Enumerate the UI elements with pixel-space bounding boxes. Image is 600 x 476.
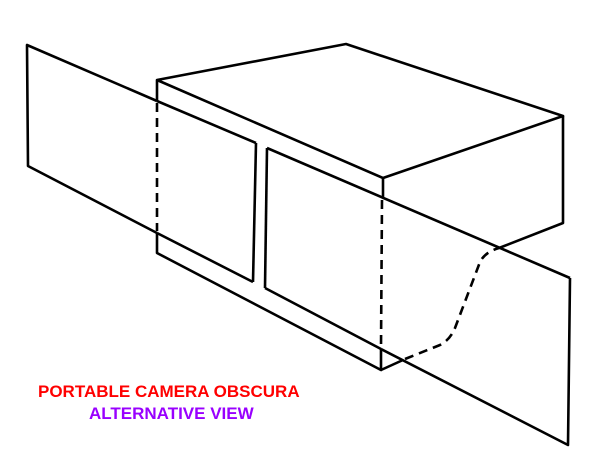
plane-top-edge-mid: [156, 99, 257, 145]
plane-top-edge-left: [25, 43, 158, 235]
camera-box: [155, 42, 565, 372]
hidden-curved-edge: [404, 246, 500, 361]
hidden-right-edge: [379, 199, 384, 348]
diagram-title: PORTABLE CAMERA OBSCURA: [38, 382, 300, 401]
diagram-subtitle: ALTERNATIVE VIEW: [89, 404, 254, 423]
box-bottom-right-edge: [380, 358, 404, 372]
left-slot-edge: [251, 142, 258, 283]
plane-bottom-edge-mid: [156, 231, 254, 284]
hidden-edges: [155, 103, 500, 361]
box-top-face: [155, 42, 565, 180]
viewing-plane: [25, 43, 572, 447]
box-right-face: [498, 116, 565, 250]
plane-bottom-edge-right: [264, 286, 382, 351]
right-slot-edge: [263, 147, 269, 289]
plane-top-edge-right: [266, 146, 571, 280]
box-bottom-edge: [155, 233, 383, 372]
plane-right-edge: [380, 277, 572, 447]
